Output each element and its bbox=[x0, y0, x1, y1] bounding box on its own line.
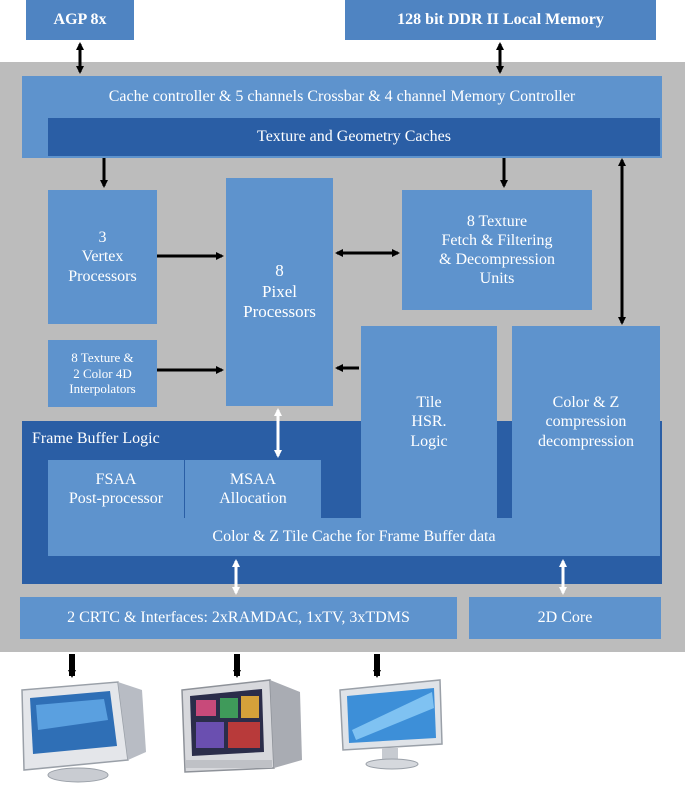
pixel-processors-block: 8 Pixel Processors bbox=[226, 178, 333, 406]
core-2d-block: 2D Core bbox=[469, 597, 661, 639]
frame-buffer-logic-label: Frame Buffer Logic bbox=[32, 430, 160, 447]
color-z-tile-cache-block: Color & Z Tile Cache for Frame Buffer da… bbox=[48, 518, 660, 556]
texture-fetch-filtering-block: 8 Texture Fetch & Filtering & Decompress… bbox=[402, 190, 592, 310]
fsaa-postprocessor-block: FSAA Post-processor bbox=[48, 460, 184, 518]
crossbar-controller-label: Cache controller & 5 channels Crossbar &… bbox=[108, 88, 576, 105]
interpolators-block: 8 Texture & 2 Color 4D Interpolators bbox=[48, 340, 157, 407]
agp-8x-block: AGP 8x bbox=[26, 0, 134, 40]
tile-hsr-logic-block: Tile HSR. Logic bbox=[361, 326, 497, 518]
color-z-compression-block: Color & Z compression decompression bbox=[512, 326, 660, 518]
msaa-allocation-block: MSAA Allocation bbox=[185, 460, 321, 518]
crtc-interfaces-block: 2 CRTC & Interfaces: 2xRAMDAC, 1xTV, 3xT… bbox=[20, 597, 457, 639]
ddr-memory-block: 128 bit DDR II Local Memory bbox=[345, 0, 656, 40]
tv-set-icon bbox=[181, 679, 302, 773]
lcd-monitor-icon bbox=[339, 679, 443, 770]
vertex-processors-block: 3 Vertex Processors bbox=[48, 190, 157, 324]
crt-monitor-icon bbox=[21, 681, 146, 783]
texture-geometry-caches: Texture and Geometry Caches bbox=[48, 118, 660, 156]
